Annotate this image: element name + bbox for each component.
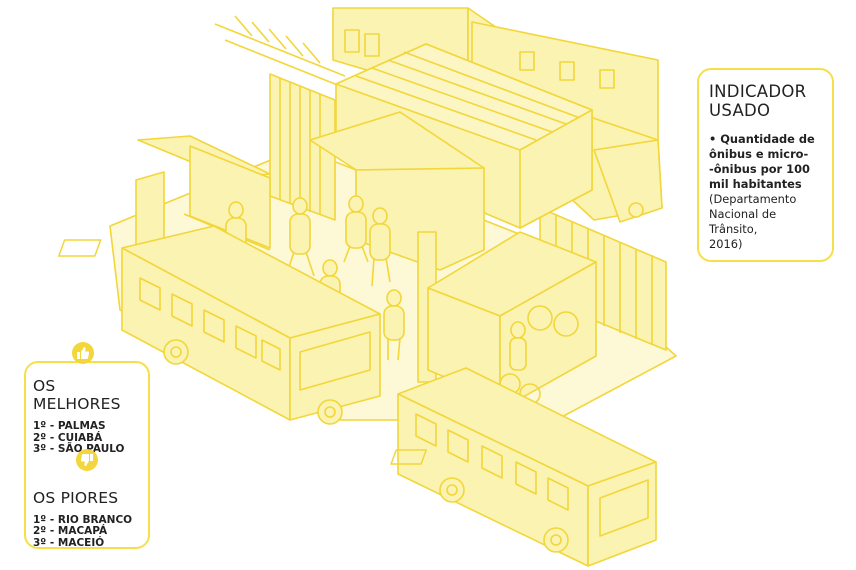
ranking-card: OS MELHORES 1º - PALMAS 2º - CUIABÁ 3º -… — [24, 361, 150, 549]
bike-kiosk — [427, 231, 597, 411]
thumbs-down-icon — [76, 449, 98, 471]
worst-heading: OS PIORES — [33, 488, 119, 507]
indicator-title: INDICADOR USADO — [709, 82, 807, 120]
terminal-building — [309, 43, 593, 271]
list-item: 2º - CUIABÁ — [33, 431, 103, 444]
indicator-card: INDICADOR USADO • Quantidade de ônibus e… — [697, 68, 834, 262]
best-heading: OS MELHORES — [33, 377, 121, 413]
list-item: 1º - PALMAS — [33, 420, 106, 432]
list-item: 3º - SÃO PAULO — [33, 443, 125, 455]
list-item: 3º - MACEIÓ — [33, 536, 105, 549]
thumbs-up-icon — [72, 342, 94, 364]
indicator-description: • Quantidade de ônibus e micro- -ônibus … — [709, 132, 815, 191]
fence-left — [269, 73, 336, 221]
list-item: 2º - MACAPÁ — [33, 525, 108, 537]
worst-list: 1º - RIO BRANCO 2º - MACAPÁ 3º - MACEIÓ — [33, 513, 144, 550]
bus-left — [57, 225, 381, 425]
railway-tracks — [214, 15, 346, 89]
thumbs-down-glyph — [80, 454, 93, 466]
best-list: 1º - PALMAS 2º - CUIABÁ 3º - SÃO PAULO — [33, 420, 144, 456]
list-item: 1º - RIO BRANCO — [33, 513, 133, 526]
thumbs-up-glyph — [77, 347, 90, 359]
bus-right — [390, 367, 657, 567]
bus-shelter — [135, 135, 271, 259]
indicator-source: (Departamento Nacional de Trânsito, 2016… — [709, 192, 797, 251]
